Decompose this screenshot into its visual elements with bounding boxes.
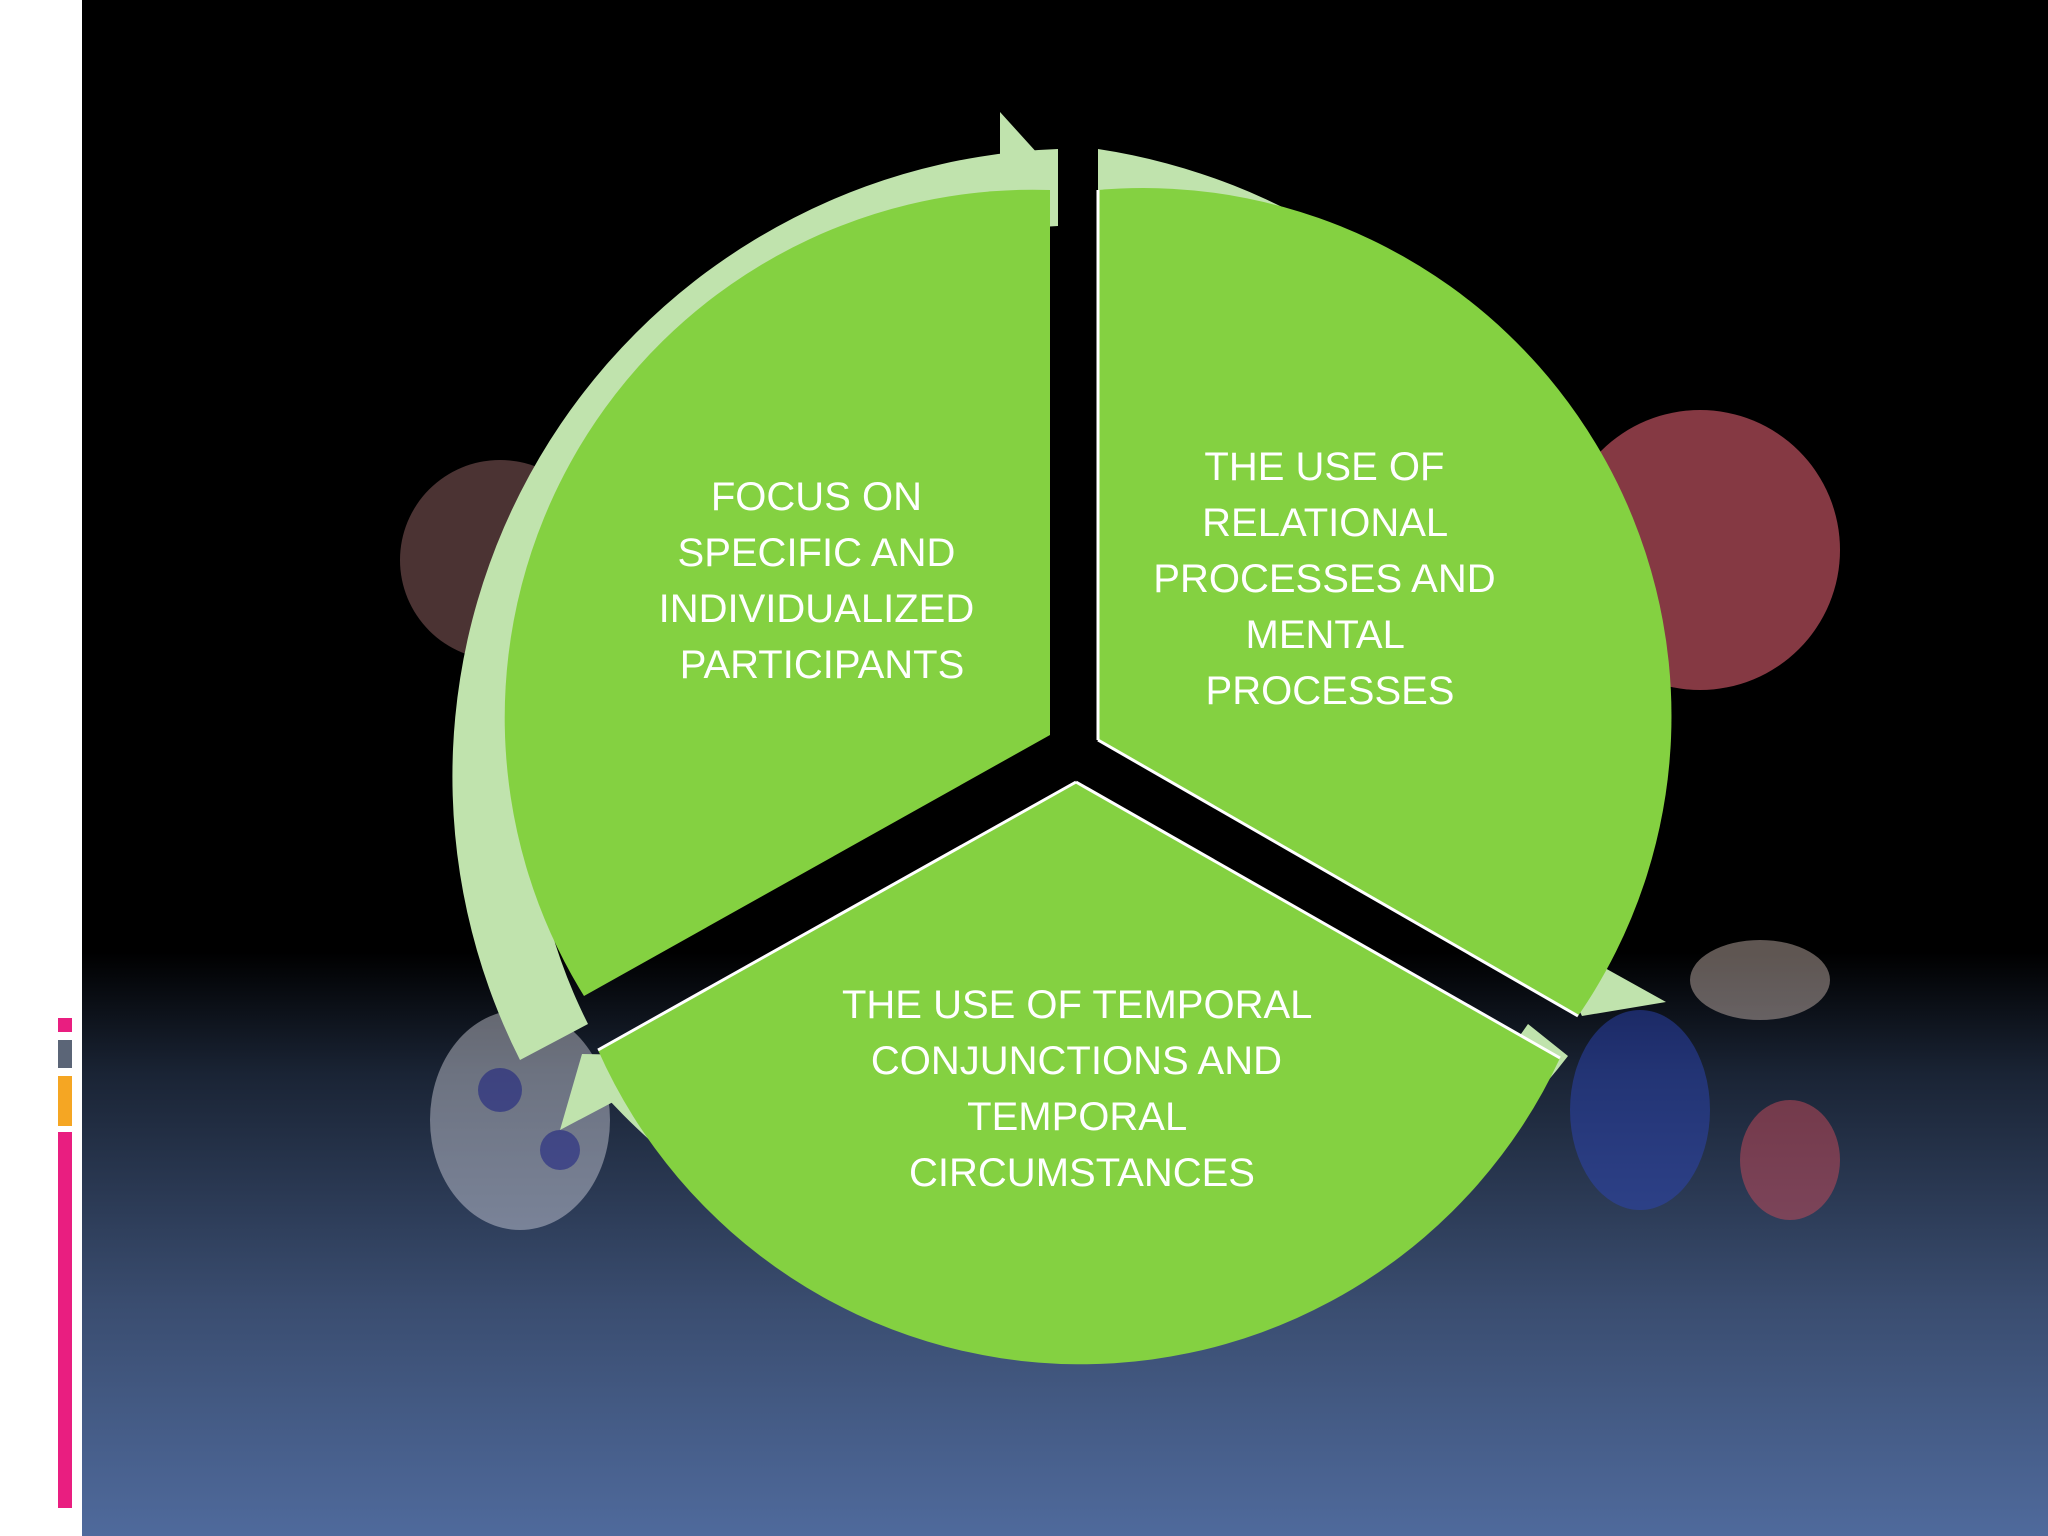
label-line: PROCESSES xyxy=(1206,669,1455,713)
label-line: THE USE OF TEMPORAL xyxy=(842,983,1311,1027)
label-line: RELATIONAL xyxy=(1202,501,1447,545)
label-line: SPECIFIC AND xyxy=(678,531,956,575)
label-line: MENTAL xyxy=(1246,613,1404,657)
segment-focus-on-participants xyxy=(504,189,1050,996)
label-relational-processes: THE USE OF RELATIONAL PROCESSES AND MENT… xyxy=(1153,445,1506,713)
label-line: INDIVIDUALIZED xyxy=(659,587,975,631)
label-line: PROCESSES AND xyxy=(1153,557,1495,601)
label-line: PARTICIPANTS xyxy=(680,643,965,687)
label-focus-on-participants: FOCUS ON SPECIFIC AND INDIVIDUALIZED PAR… xyxy=(659,475,986,687)
label-line: FOCUS ON xyxy=(711,475,922,519)
label-line: TEMPORAL xyxy=(967,1095,1186,1139)
accent-bar-slate xyxy=(58,1040,72,1068)
label-temporal-conjunctions: THE USE OF TEMPORAL CONJUNCTIONS AND TEM… xyxy=(842,983,1322,1195)
label-line: CONJUNCTIONS AND xyxy=(871,1039,1282,1083)
arrow-ring-segment-left xyxy=(452,149,1059,1060)
accent-bar-orange xyxy=(58,1076,72,1126)
segment-relational-processes xyxy=(1098,188,1672,1017)
segment-dividers xyxy=(597,190,1579,1060)
label-line: THE USE OF xyxy=(1204,445,1444,489)
pie-segments xyxy=(504,188,1672,1365)
vertical-bars-icon xyxy=(48,152,80,236)
segment-temporal-conjunctions xyxy=(598,782,1560,1365)
accent-bar-pink-long xyxy=(58,1132,72,1508)
label-line: CIRCUMSTANCES xyxy=(909,1151,1255,1195)
segment-labels: FOCUS ON SPECIFIC AND INDIVIDUALIZED PAR… xyxy=(659,445,1506,1195)
accent-bar-pink-small xyxy=(58,1018,72,1032)
